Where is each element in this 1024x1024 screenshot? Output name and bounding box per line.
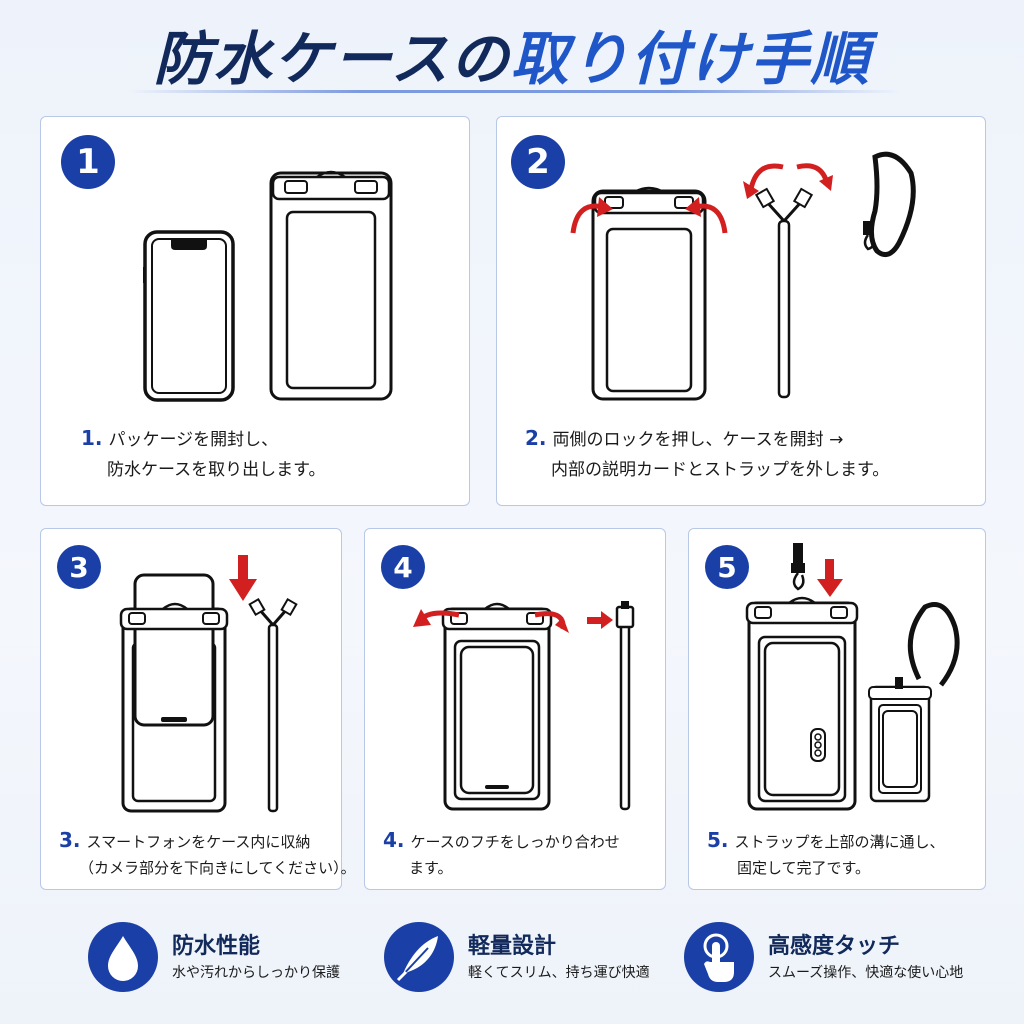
step-number-2: 2. <box>525 426 547 450</box>
feature-title-2: 軽量設計 <box>468 934 557 959</box>
step-caption-4: 4. ケースのフチをしっかり合わせ ます。 <box>383 827 620 881</box>
step-text-2a: 両側のロックを押し、ケースを開封 → <box>552 430 844 450</box>
step-text-5b: 固定して完了です。 <box>737 859 871 877</box>
seal-case-illustration <box>413 601 635 811</box>
feature-title-3: 高感度タッチ <box>768 934 901 959</box>
step-badge-4: 4 <box>381 545 425 589</box>
touch-hand-icon <box>684 922 754 992</box>
step-badge-1: 1 <box>61 135 115 189</box>
step-number-5: 5. <box>707 828 729 852</box>
step-caption-3: 3. スマートフォンをケース内に収納 （カメラ部分を下向きにしてください）。 <box>59 827 356 881</box>
feature-lightweight: 軽量設計 軽くてスリム、持ち運び快適 <box>384 918 674 998</box>
title-part-2: 取り付け手順 <box>510 25 871 93</box>
step-card-1: 1 1.パッケージを開封し、 防水ケースを取り出します。 <box>40 116 470 506</box>
title-part-1: 防水ケースの <box>153 25 511 93</box>
step-text-3a: スマートフォンをケース内に収納 <box>86 833 311 851</box>
feather-icon <box>384 922 454 992</box>
feature-sub-2: 軽くてスリム、持ち運び快適 <box>468 965 650 981</box>
feature-touch: 高感度タッチ スムーズ操作、快適な使い心地 <box>684 918 984 998</box>
step-number-4: 4. <box>383 828 405 852</box>
page-title: 防水ケースの取り付け手順 <box>0 24 1024 94</box>
step-caption-2: 2.両側のロックを押し、ケースを開封 → 内部の説明カードとストラップを外します… <box>525 423 889 485</box>
attach-strap-illustration <box>745 543 960 811</box>
step-text-4b: ます。 <box>409 859 453 877</box>
step-card-4: 4 4. ケースのフチをしっかり合わせ ます。 <box>364 528 666 890</box>
step-text-1b: 防水ケースを取り出します。 <box>107 460 326 480</box>
step-text-3b: （カメラ部分を下向きにしてください）。 <box>79 859 356 877</box>
step-caption-1: 1.パッケージを開封し、 防水ケースを取り出します。 <box>81 423 325 485</box>
step-card-5: 5 5. ストラップを上部の溝に通し、 固定して完了です。 <box>688 528 986 890</box>
step-caption-5: 5. ストラップを上部の溝に通し、 固定して完了です。 <box>707 827 945 881</box>
step-text-5a: ストラップを上部の溝に通し、 <box>734 833 945 851</box>
open-case-illustration <box>570 151 916 401</box>
step-badge-3: 3 <box>57 545 101 589</box>
feature-sub-3: スムーズ操作、快適な使い心地 <box>768 965 964 981</box>
step-card-2: 2 2.両側のロックを押し、ケースを開封 → 内部の説明カードとストラップを外し… <box>496 116 986 506</box>
water-drop-icon <box>88 922 158 992</box>
step-number-1: 1. <box>81 426 103 450</box>
insert-phone-illustration <box>119 555 298 813</box>
phone-and-case-illustration <box>143 170 393 402</box>
step-text-1a: パッケージを開封し、 <box>108 430 279 450</box>
step-badge-2: 2 <box>511 135 565 189</box>
step-badge-5: 5 <box>705 545 749 589</box>
step-number-3: 3. <box>59 828 81 852</box>
title-underline <box>128 90 900 93</box>
step-text-4a: ケースのフチをしっかり合わせ <box>410 833 620 851</box>
step-text-2b: 内部の説明カードとストラップを外します。 <box>551 460 890 480</box>
feature-waterproof: 防水性能 水や汚れからしっかり保護 <box>88 918 378 998</box>
step-card-3: 3 3. スマートフォンをケース内に収納 （カメラ部分を下向きにしてください）。 <box>40 528 356 890</box>
feature-title-1: 防水性能 <box>172 934 261 959</box>
feature-sub-1: 水や汚れからしっかり保護 <box>172 965 340 981</box>
